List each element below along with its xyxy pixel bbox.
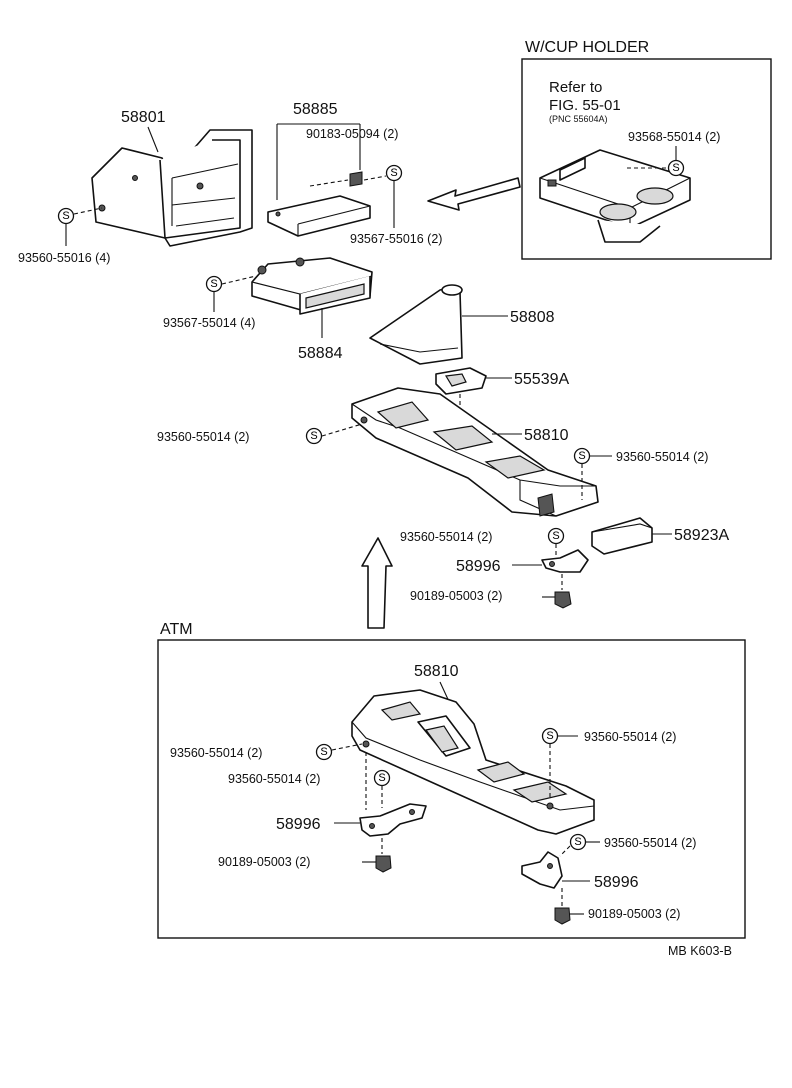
cup-holder-section-label: W/CUP HOLDER [525,39,649,56]
refer-note-line2: FIG. 55-01 [549,97,621,114]
screw-leader [73,207,103,215]
part-number-93567-55016: 93567-55016 (2) [350,232,442,246]
part-number-58810: 58810 [524,427,569,444]
part-number-93560-55014-atm-c: 93560-55014 (2) [584,730,676,744]
part-number-58923A: 58923A [674,527,729,544]
screw-symbol: S [547,527,565,545]
cup-holder-inset-box [521,58,772,260]
part-number-58801: 58801 [121,109,166,126]
atm-section-label: ATM [160,621,193,638]
screw-leader [331,743,363,751]
screw-symbol: S [541,727,559,745]
part-number-90189-05003-atm-right: 90189-05003 (2) [588,907,680,921]
svg-text:S: S [310,430,317,442]
part-number-93560-55014-bracket: 93560-55014 (2) [400,530,492,544]
screw-symbol: S [385,164,403,182]
refer-note-line3: (PNC 55604A) [549,114,608,124]
shift-boot-58808-drawing [369,284,463,365]
screw-symbol: S [315,743,333,761]
part-number-58808: 58808 [510,309,555,326]
part-number-55539A: 55539A [514,371,569,388]
part-number-58996: 58996 [456,558,501,575]
part-number-58810-atm: 58810 [414,663,459,680]
svg-text:S: S [320,746,327,758]
refer-note-line1: Refer to [549,79,602,96]
svg-text:S: S [578,450,585,462]
svg-text:S: S [552,530,559,542]
svg-text:S: S [210,278,217,290]
knob-58923A-drawing [591,517,653,555]
screw-symbol: S [57,207,75,225]
bracket-58996-drawing [541,549,589,573]
alternate-arrow [361,537,393,629]
screw-symbol: S [373,769,391,787]
screw-leader [365,752,383,810]
replacement-arrow [427,177,521,211]
svg-text:S: S [574,836,581,848]
bracket-58801-drawing [91,129,253,247]
part-number-90189-05003-atm-left: 90189-05003 (2) [218,855,310,869]
part-number-93560-55014-atm-b: 93560-55014 (2) [228,772,320,786]
nut-drawing [554,907,571,925]
bracket-58996-atm-right-drawing [521,851,563,889]
console-58810-drawing [351,387,599,517]
part-number-58885: 58885 [293,101,338,118]
bracket-58996-atm-left-drawing [359,803,427,837]
screw-symbol: S [573,447,591,465]
screw-symbol: S [205,275,223,293]
box-58884-drawing [251,257,373,315]
svg-text:S: S [378,772,385,784]
part-number-58884: 58884 [298,345,343,362]
diagram-code: MB K603-B [668,944,732,958]
part-number-93568-55014: 93568-55014 (2) [628,130,720,144]
part-number-58996-atm-right: 58996 [594,874,639,891]
part-number-90189-05003: 90189-05003 (2) [410,589,502,603]
part-number-93560-55014-left: 93560-55014 (2) [157,430,249,444]
bracket-leader [276,123,361,200]
part-number-93567-55014: 93567-55014 (4) [163,316,255,330]
part-number-93560-55014-atm-d: 93560-55014 (2) [604,836,696,850]
atm-section-box [157,639,746,939]
screw-symbol: S [569,833,587,851]
plate-55539A-drawing [435,367,487,395]
svg-text:S: S [546,730,553,742]
part-number-58996-atm-left: 58996 [276,816,321,833]
screw-leader [221,275,257,285]
screw-symbol: S [667,159,685,177]
console-58810-atm-drawing [351,689,595,835]
part-number-90183-05094: 90183-05094 (2) [306,127,398,141]
svg-text:S: S [62,210,69,222]
ashtray-58885-drawing [267,171,371,237]
screw-leader [321,423,363,437]
svg-text:S: S [672,162,679,174]
screw-symbol: S [305,427,323,445]
leader-line [147,126,159,153]
nut-drawing [554,591,572,609]
screw-leader [309,175,387,187]
part-number-93560-55014-atm-a: 93560-55014 (2) [170,746,262,760]
screw-leader [559,845,571,857]
svg-text:S: S [390,167,397,179]
cup-holder-part-drawing [539,149,691,243]
nut-drawing [375,855,392,873]
part-number-93560-55016: 93560-55016 (4) [18,251,110,265]
part-number-93560-55014-right: 93560-55014 (2) [616,450,708,464]
